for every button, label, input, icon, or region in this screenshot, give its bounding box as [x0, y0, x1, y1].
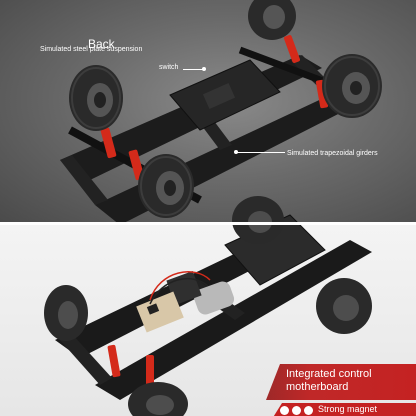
top-tire-rear-left [69, 65, 123, 131]
top-chassis [60, 0, 382, 225]
bottom-tire-front-left [316, 278, 372, 334]
bottom-chassis [44, 196, 372, 416]
feature-main-line1: Integrated control [286, 368, 372, 380]
feature-main-line2: motherboard [286, 381, 349, 393]
back-title: Back [88, 37, 115, 51]
girders-callout-line [237, 152, 285, 153]
suspension-label: Simulated steel plate suspension [40, 46, 143, 53]
switch-callout-dot [202, 67, 206, 71]
bottom-tire-rear-right [128, 382, 188, 416]
girders-label: Simulated trapezoidal girders [287, 150, 378, 157]
magnet-icon [280, 406, 313, 415]
panel-divider [0, 222, 416, 225]
feature-badge-main-text: Integrated control motherboard [286, 368, 372, 394]
bottom-tire-rear-left [44, 285, 88, 341]
top-tire-front-right [248, 0, 296, 40]
bottom-tire-front-right [232, 196, 284, 244]
girders-callout-dot [234, 150, 238, 154]
switch-label: switch [159, 64, 179, 71]
feature-second-text: Strong magnet [318, 404, 378, 414]
switch-callout-line [183, 69, 203, 70]
top-tire-rear-right [138, 154, 194, 218]
feature-badge-main [266, 364, 416, 400]
top-tire-front-left [322, 54, 382, 118]
